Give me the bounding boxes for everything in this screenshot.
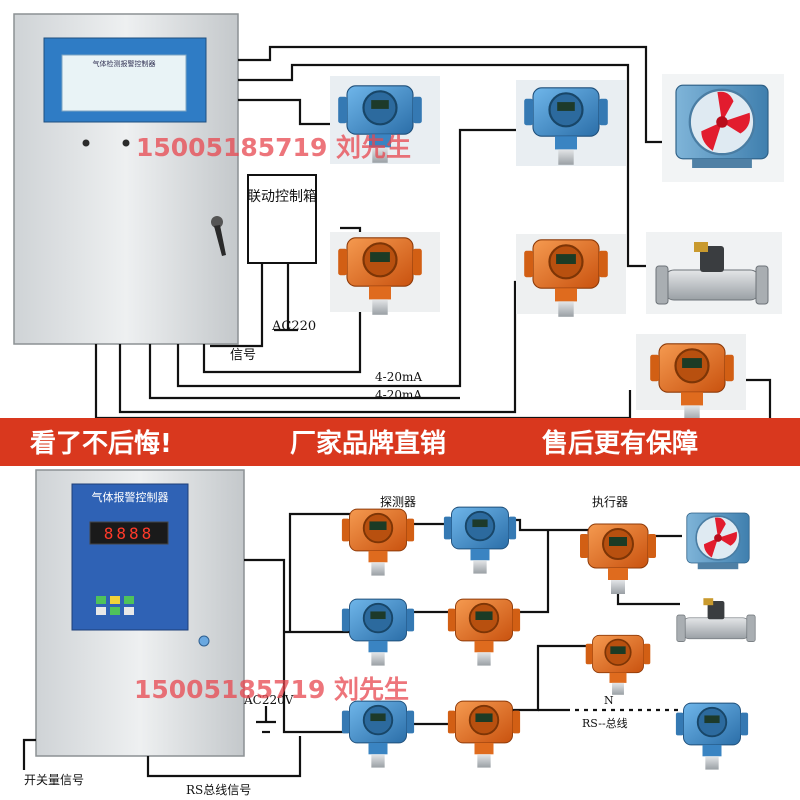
- cabinet-title: 气体检测报警控制器: [93, 59, 156, 68]
- bottom-cabinet-title: 气体报警控制器: [92, 490, 169, 504]
- bottom-blue-detector-2: [340, 598, 416, 667]
- bottom-blue-detector-4: [674, 702, 750, 771]
- banner-middle: 厂家品牌直销: [290, 428, 446, 459]
- keypad-icon: [96, 596, 134, 615]
- signal-label: 信号: [230, 348, 256, 363]
- watermark-bottom: 15005185719 刘先生: [134, 675, 409, 704]
- status-lamp-icon: [198, 635, 210, 647]
- bottom-orange-detector-1: [340, 508, 416, 577]
- power-indicator-icon: [82, 139, 90, 147]
- ac220-label: AC220: [271, 319, 316, 334]
- top-solenoid-valve: [646, 232, 782, 314]
- promo-banner: 看了不后悔! 厂家品牌直销 售后更有保障: [0, 418, 800, 466]
- top-wiring: [94, 45, 772, 420]
- rs-signal-label: RS总线信号: [186, 783, 251, 797]
- bottom-actuator-1: [579, 523, 657, 595]
- bottom-solenoid-valve: [676, 597, 756, 642]
- bottom-control-cabinet: 气体报警控制器 8888: [35, 469, 245, 757]
- top-orange-detector-1: [330, 232, 440, 316]
- bus-n-label: N: [604, 694, 614, 707]
- top-blue-detector-2: [516, 80, 626, 166]
- banner-left: 看了不后悔!: [30, 428, 172, 459]
- bottom-orange-detector-3: [446, 700, 522, 769]
- linkage-control-box: 联动控制箱: [247, 174, 317, 264]
- watermark-top: 15005185719 刘先生: [136, 133, 411, 162]
- top-orange-detector-2: [516, 234, 626, 318]
- actuator-label: 执行器: [592, 495, 628, 509]
- bottom-blue-detector-3: [340, 700, 416, 769]
- switch-signal-label: 开关量信号: [24, 773, 84, 787]
- current-label-1: 4-20mA: [375, 370, 422, 384]
- bottom-fan: [686, 512, 750, 570]
- bottom-orange-detector-2: [446, 598, 522, 667]
- key-lock-icon: [211, 216, 226, 256]
- bottom-actuator-2: [584, 634, 652, 696]
- digital-display: 8888: [104, 524, 155, 543]
- linkage-box-label: 联动控制箱: [247, 189, 317, 205]
- alarm-indicator-icon: [122, 139, 130, 147]
- banner-right: 售后更有保障: [542, 428, 698, 459]
- detector-label: 探测器: [380, 495, 416, 509]
- current-label-2: 4-20mA: [375, 388, 422, 402]
- ac220v-label: AC220V: [243, 693, 294, 707]
- top-control-cabinet: 气体检测报警控制器: [13, 13, 239, 345]
- bottom-blue-detector-1: [442, 506, 518, 575]
- rs-bus-label: RS--总线: [582, 716, 628, 730]
- top-fan: [662, 74, 784, 182]
- top-orange-actuator: [636, 334, 746, 422]
- top-blue-detector-1: [330, 76, 440, 164]
